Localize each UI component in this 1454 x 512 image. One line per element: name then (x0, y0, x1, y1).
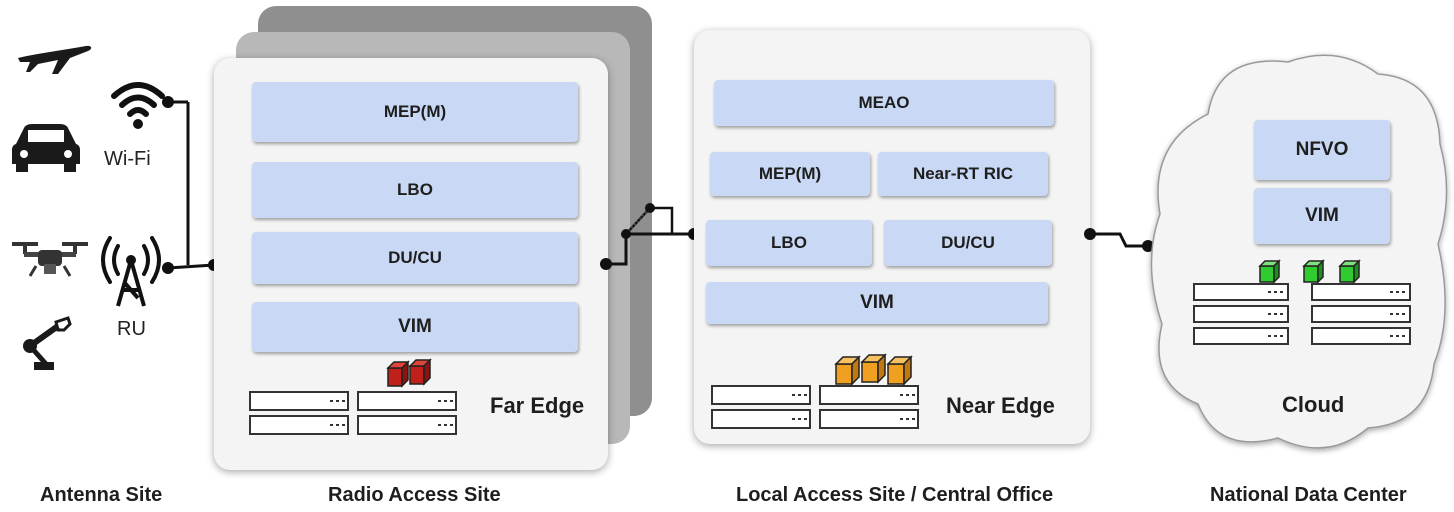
near-edge-label: Near Edge (946, 393, 1055, 418)
cloud-vim-block: VIM (1254, 188, 1390, 244)
near-edge-ducu-block: DU/CU (884, 220, 1052, 266)
far-edge-label: Far Edge (490, 393, 585, 418)
cloud-server-rack-icon (1193, 283, 1411, 345)
far-edge-vnf-cubes-icon (386, 358, 432, 388)
antenna-site-label: Antenna Site (40, 484, 163, 506)
near-edge-server-rack-icon (711, 385, 919, 429)
ru-label: RU (117, 318, 146, 340)
drone-icon (12, 242, 88, 277)
national-data-center-label: National Data Center (1210, 484, 1407, 506)
cloud-nfvo-block: NFVO (1254, 120, 1390, 180)
near-edge-mep-block: MEP(M) (710, 152, 870, 196)
far-edge-mep-block: MEP(M) (252, 82, 578, 142)
radio-tower-icon (101, 236, 161, 307)
local-access-site-label: Local Access Site / Central Office (736, 484, 1054, 506)
near-edge-vim-block: VIM (706, 282, 1048, 324)
car-icon (12, 124, 80, 172)
near-edge-ric-block: Near-RT RIC (878, 152, 1048, 196)
cloud-label: Cloud (1282, 392, 1345, 417)
far-edge-server-rack-icon (249, 391, 457, 435)
far-edge-vim-block: VIM (252, 302, 578, 352)
near-edge-meao-block: MEAO (714, 80, 1054, 126)
near-edge-vnf-cubes-icon (834, 353, 913, 386)
wifi-label: Wi-Fi (104, 148, 151, 170)
airplane-icon (18, 45, 92, 74)
cloud-vnf-cubes-icon (1258, 259, 1361, 284)
far-edge-lbo-block: LBO (252, 162, 578, 218)
robot-arm-icon (23, 316, 72, 370)
radio-access-site-label: Radio Access Site (328, 484, 501, 506)
far-edge-ducu-block: DU/CU (252, 232, 578, 284)
wifi-icon (111, 82, 165, 129)
near-edge-lbo-block: LBO (706, 220, 872, 266)
